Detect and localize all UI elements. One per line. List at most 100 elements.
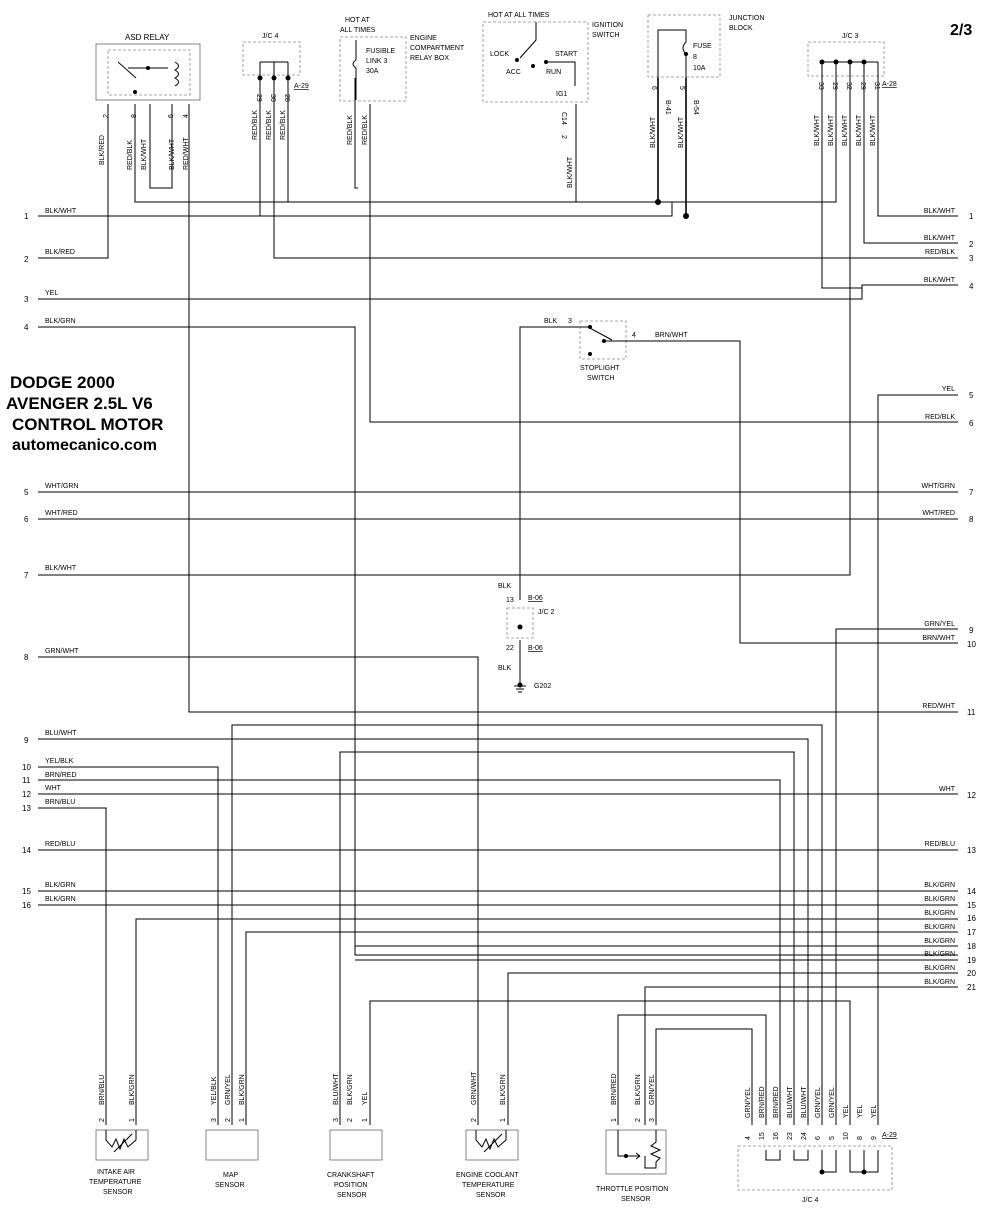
ckp-wire: BLK/GRN xyxy=(347,1074,354,1105)
jc4b-wire: GRN/YEL xyxy=(815,1087,822,1118)
jb-fuse-dot xyxy=(684,52,688,56)
map-pin: 3 xyxy=(211,1118,218,1122)
fusible-l3: 30A xyxy=(366,68,379,75)
tps-pin: 1 xyxy=(611,1118,618,1122)
stoplight-out-wire: BRN/WHT xyxy=(655,332,688,339)
wire-color-label: BLK/GRN xyxy=(924,910,955,917)
wire-color-label: YEL/BLK xyxy=(45,758,74,765)
jc4b-wire: GRN/YEL xyxy=(745,1087,752,1118)
ckp-pin: 3 xyxy=(333,1118,340,1122)
ckp-wire: BLU/WHT xyxy=(333,1073,340,1105)
iat-l3: SENSOR xyxy=(103,1189,133,1196)
asd-relay-coil xyxy=(173,61,179,87)
fusible-l2: LINK 3 xyxy=(366,58,388,65)
stoplight-l2: SWITCH xyxy=(587,375,615,382)
jc4-top-name: J/C 4 xyxy=(262,33,278,40)
stoplight-dot xyxy=(588,325,592,329)
ect-l3: SENSOR xyxy=(476,1192,506,1199)
map-wire: YEL/BLK xyxy=(211,1076,218,1105)
asd-relay: ASD RELAY 2 8 6 4 BLK/RED RED/BLK BLK/WH… xyxy=(95,33,201,170)
wire-right-21 xyxy=(644,986,958,1125)
asd-relay-contact xyxy=(117,61,168,79)
map-sensor: YEL/BLK GRN/YEL BLK/GRN 3 2 1 MAP SENSOR xyxy=(205,1074,259,1189)
left-line-number: 9 xyxy=(24,736,29,745)
wire-color-label: RED/BLU xyxy=(925,841,955,848)
fusible-link-symbol xyxy=(352,40,357,100)
jb-wire: BLK/WHT xyxy=(650,116,657,148)
fusible-hot2: ALL TIMES xyxy=(340,27,376,34)
title-line-3: CONTROL MOTOR xyxy=(12,415,164,434)
stoplight-l1: STOPLIGHT xyxy=(580,365,620,372)
stoplight-dot xyxy=(602,339,606,343)
iat-pin: 1 xyxy=(129,1118,136,1122)
ignition-contact xyxy=(519,22,537,59)
tps-wire: BLK/GRN xyxy=(635,1074,642,1105)
left-line-number: 15 xyxy=(22,887,31,896)
wire-color-label: BLK/GRN xyxy=(924,979,955,986)
jc4-top: J/C 4 29 30 28 A-29 RED/BLK RED/BLK RED/… xyxy=(242,33,309,140)
ckp-box xyxy=(329,1129,383,1161)
jb-pin: 6 xyxy=(650,86,657,90)
right-line-number: 12 xyxy=(967,791,976,800)
ckp-sensor: BLU/WHT BLK/GRN YEL 3 2 1 CRANKSHAFT POS… xyxy=(327,1073,383,1199)
iat-pin: 2 xyxy=(99,1118,106,1122)
wire-right-16 xyxy=(135,918,958,1125)
wire-color-label: BLK/GRN xyxy=(45,896,76,903)
wire-asd-loop xyxy=(149,104,173,189)
wire-color-label: RED/WHT xyxy=(922,703,955,710)
right-line-number: 1 xyxy=(969,212,974,221)
ignition-l2: SWITCH xyxy=(592,32,620,39)
page-number: 2/3 xyxy=(950,22,973,39)
jc4b-box xyxy=(737,1145,893,1191)
ignition-acc: ACC xyxy=(506,69,521,76)
left-line-colors: BLK/WHT BLK/RED YEL BLK/GRN WHT/GRN WHT/… xyxy=(45,208,79,903)
right-line-number: 5 xyxy=(969,391,974,400)
wires xyxy=(38,67,958,1125)
wire-color-label: WHT xyxy=(939,786,956,793)
tps-l1: THROTTLE POSITION xyxy=(596,1186,668,1193)
ect-wire: BLK/GRN xyxy=(500,1074,507,1105)
jc4b-pin: 8 xyxy=(857,1136,864,1140)
left-line-number: 4 xyxy=(24,323,29,332)
iat-l1: INTAKE AIR xyxy=(97,1169,135,1176)
iat-l2: TEMPERATURE xyxy=(89,1179,142,1186)
jc3-wire: BLK/WHT xyxy=(842,114,849,146)
wire-color-label: BLK/RED xyxy=(45,249,75,256)
jc4b-wire: BLU/WHT xyxy=(787,1086,794,1118)
wire-jc4-30 xyxy=(273,78,958,259)
wire-color-label: RED/BLK xyxy=(925,414,955,421)
jc4-top-wire: RED/BLK xyxy=(252,110,259,140)
jc3-wire: BLK/WHT xyxy=(856,114,863,146)
fusible-wire: RED/BLK xyxy=(362,115,369,145)
tps-pin: 3 xyxy=(649,1118,656,1122)
wire-tps-brnred xyxy=(617,1014,767,1125)
jc2-bot-wire: BLK xyxy=(498,665,512,672)
jc3-wire: BLK/WHT xyxy=(814,114,821,146)
right-line-number: 14 xyxy=(967,887,976,896)
right-line-number: 9 xyxy=(969,626,974,635)
ignition-l1: IGNITION xyxy=(592,22,623,29)
tps-box xyxy=(605,1129,667,1175)
jc4-top-ref: A-29 xyxy=(294,83,309,90)
right-line-number: 11 xyxy=(967,708,976,717)
right-line-colors: BLK/WHT BLK/WHT RED/BLK BLK/WHT YEL RED/… xyxy=(922,208,956,986)
jc4b-name: J/C 4 xyxy=(802,1197,818,1204)
right-line-number: 17 xyxy=(967,928,976,937)
wire-left-2 xyxy=(38,104,109,259)
map-pin: 1 xyxy=(239,1118,246,1122)
jb-ref: B-41 xyxy=(664,100,671,115)
thermistor-icon xyxy=(105,1130,137,1153)
jc4b-wire: YEL xyxy=(843,1105,850,1118)
right-line-number: 15 xyxy=(967,901,976,910)
wire-map-grnyel xyxy=(231,724,823,1125)
jc4b-wire: BRN/RED xyxy=(773,1086,780,1118)
left-line-number: 1 xyxy=(24,212,29,221)
wire-right-17 xyxy=(245,931,958,1125)
jc4b-bus xyxy=(765,1150,879,1173)
wire-color-label: WHT/RED xyxy=(922,510,955,517)
splice-dot xyxy=(683,213,689,219)
wire-color-label: GRN/YEL xyxy=(924,621,955,628)
iat-wire: BLK/GRN xyxy=(129,1074,136,1105)
tps-wire: BRN/RED xyxy=(611,1073,618,1105)
left-line-number: 14 xyxy=(22,846,31,855)
